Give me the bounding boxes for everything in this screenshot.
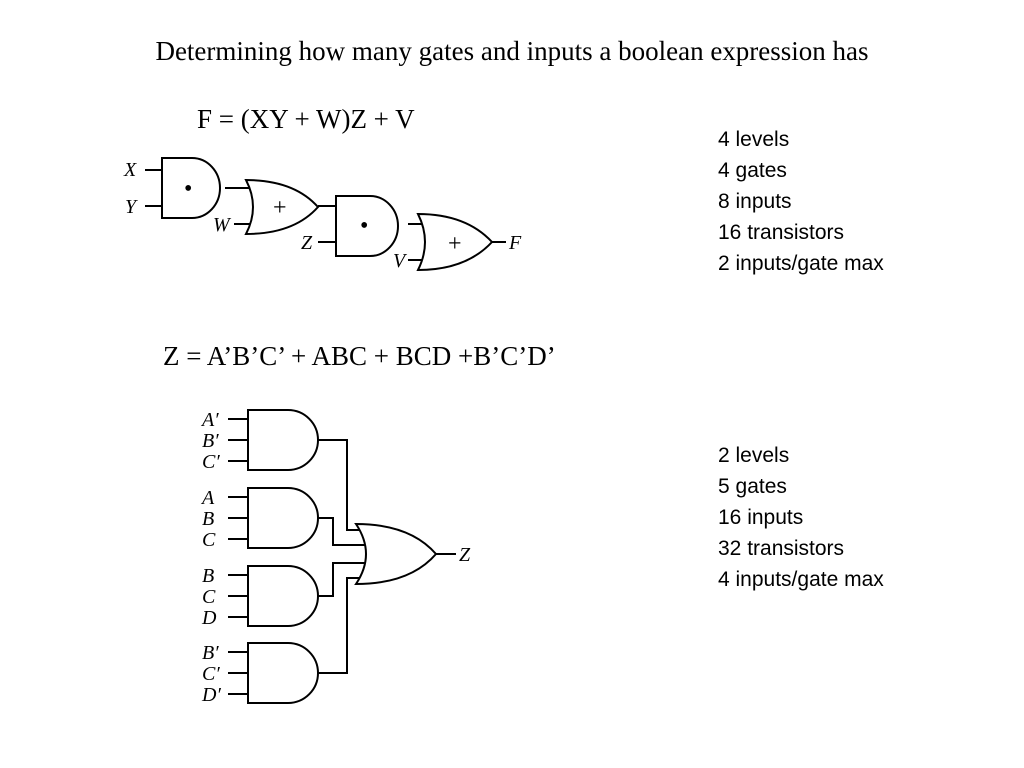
output-label-z: Z — [459, 544, 471, 566]
or-gate-1 — [244, 178, 320, 236]
input-label: B′ — [202, 642, 219, 664]
input-label-y: Y — [125, 196, 138, 218]
input-label: D′ — [201, 684, 221, 706]
or-symbol-2: + — [448, 231, 462, 257]
or-symbol-1: + — [273, 195, 287, 221]
or-gate — [354, 522, 438, 586]
input-label: C — [202, 586, 216, 608]
and-gate-1 — [247, 409, 319, 471]
input-label-z: Z — [301, 232, 313, 254]
stat-gates: 5 gates — [718, 475, 787, 498]
input-label: B — [202, 565, 214, 587]
and-gate-4 — [247, 642, 319, 704]
input-label: B′ — [202, 430, 219, 452]
and-symbol-2: • — [360, 213, 368, 239]
stats-list-1: 4 levels 4 gates 8 inputs 16 transistors… — [718, 124, 884, 279]
stats-list-2: 2 levels 5 gates 16 inputs 32 transistor… — [718, 440, 884, 595]
input-label: C — [202, 529, 216, 551]
input-label-x: X — [123, 159, 137, 181]
and-gate-2 — [335, 195, 399, 257]
input-label: C′ — [202, 663, 220, 685]
stat-inputs: 16 inputs — [718, 506, 804, 529]
stat-max-inputs: 4 inputs/gate max — [718, 568, 884, 591]
input-label: C′ — [202, 451, 220, 473]
expression-2: Z = A’B’C’ + ABC + BCD +B’C’D’ — [163, 341, 556, 371]
or-gate-2 — [416, 212, 494, 272]
input-label: D — [201, 607, 217, 629]
input-label: A — [200, 487, 215, 509]
stat-transistors: 32 transistors — [718, 537, 845, 560]
input-label: B — [202, 508, 214, 530]
input-label-w: W — [213, 214, 232, 236]
stat-levels: 2 levels — [718, 444, 790, 467]
output-label-f: F — [508, 232, 522, 254]
and-gate-2 — [247, 487, 319, 549]
stat-gates: 4 gates — [718, 159, 787, 182]
stat-levels: 4 levels — [718, 128, 790, 151]
stat-transistors: 16 transistors — [718, 221, 845, 244]
and-gate-3 — [247, 565, 319, 627]
page-title: Determining how many gates and inputs a … — [155, 36, 869, 66]
expression-1: F = (XY + W)Z + V — [197, 104, 415, 134]
stat-inputs: 8 inputs — [718, 190, 792, 213]
input-label: A′ — [200, 409, 219, 431]
stat-max-inputs: 2 inputs/gate max — [718, 252, 884, 275]
and-symbol-1: • — [184, 176, 192, 202]
and-gate-1 — [161, 157, 221, 219]
input-label-v: V — [393, 250, 408, 272]
